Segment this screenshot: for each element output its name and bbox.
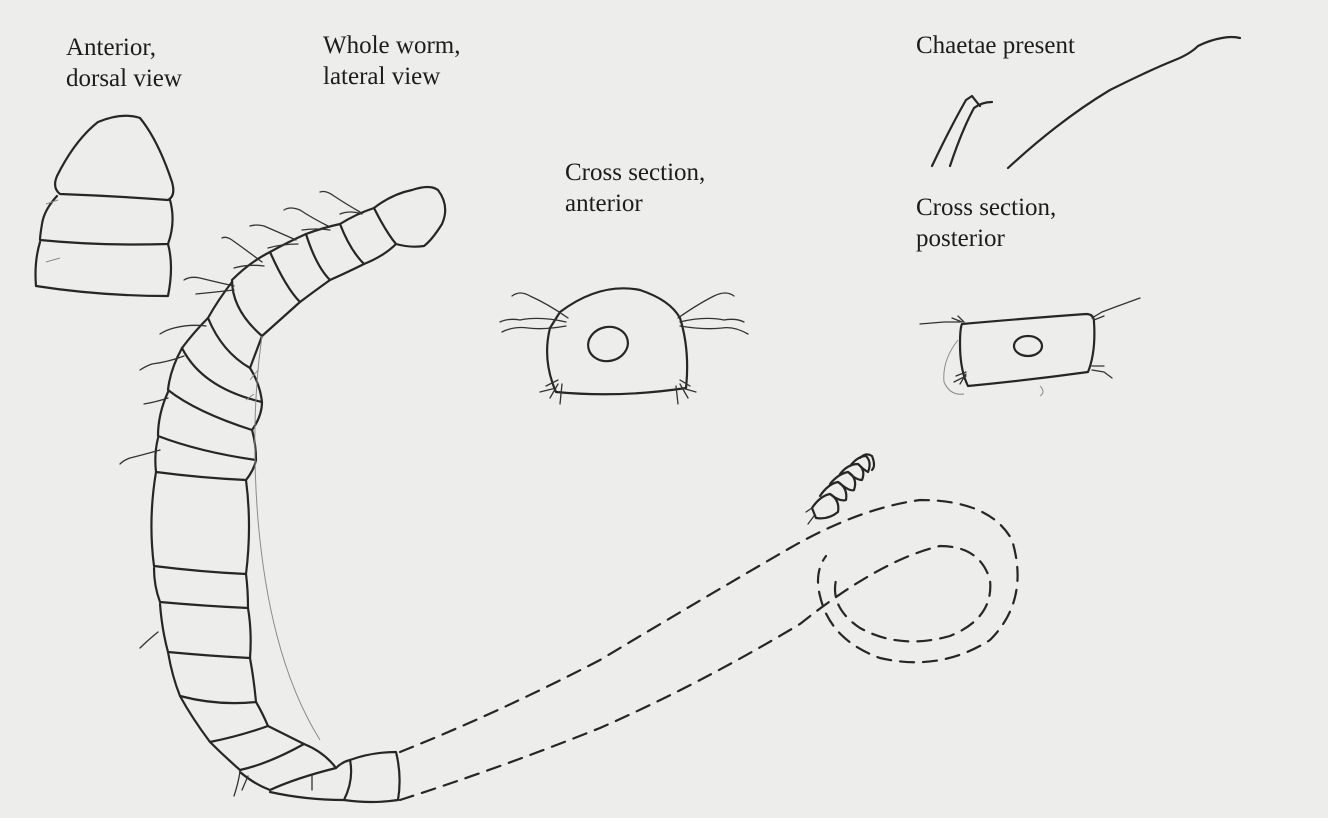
cross-section-anterior-drawing [500,288,748,404]
chaetae-drawing [932,37,1240,168]
whole-worm-drawing [120,187,1018,802]
cross-section-posterior-drawing [920,298,1140,396]
anterior-dorsal-drawing [36,116,174,296]
